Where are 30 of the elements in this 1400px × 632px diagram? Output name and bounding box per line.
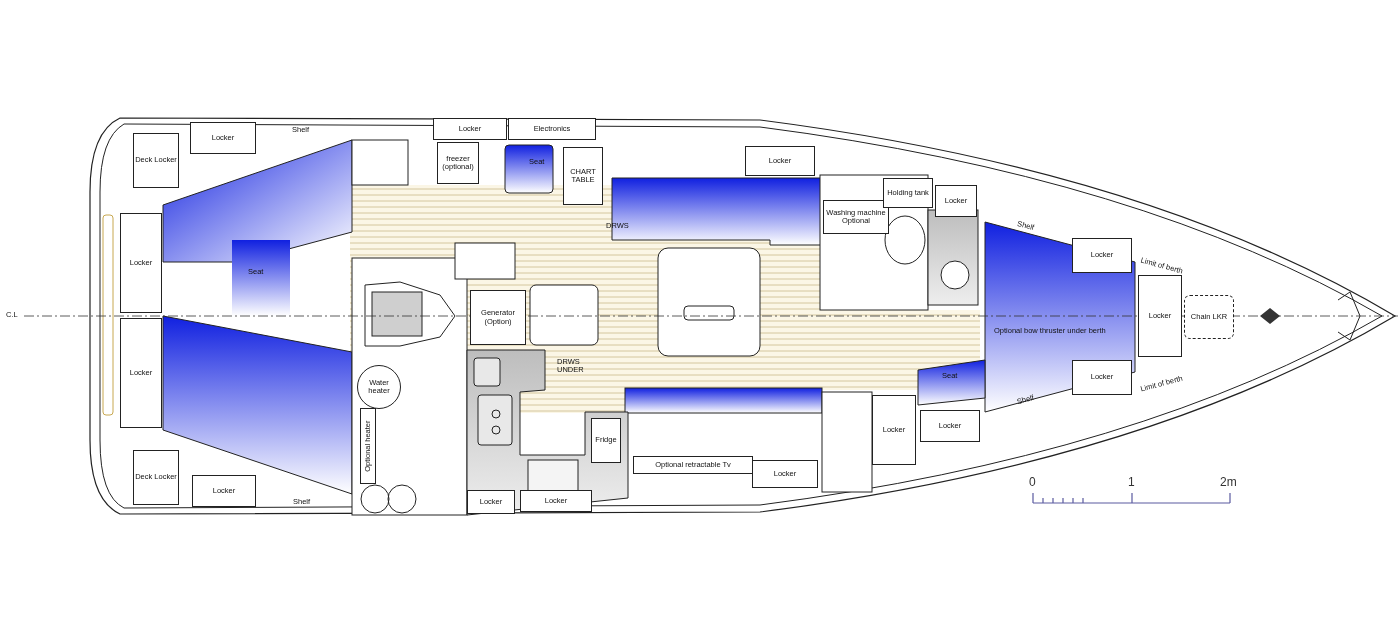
compartment-box: [120, 213, 162, 313]
compartment-box: [437, 142, 479, 184]
compartment-box: [360, 408, 376, 484]
compartment-box: [1184, 295, 1234, 339]
compartment-box: [591, 418, 621, 463]
compartment-box: [752, 460, 818, 488]
scale-label: 2m: [1220, 476, 1237, 490]
compartment-box: [563, 147, 603, 205]
compartment-box: [470, 290, 526, 345]
scale-label: 0: [1029, 476, 1036, 490]
compartment-box: [467, 490, 515, 514]
compartment-box: [508, 118, 596, 140]
compartment-box: [823, 200, 889, 234]
compartment-box: [1138, 275, 1182, 357]
compartment-box: [190, 122, 256, 154]
compartment-box: [133, 450, 179, 505]
compartment-box: [883, 178, 933, 208]
compartment-box: [1072, 238, 1132, 273]
compartment-box: [1072, 360, 1132, 395]
compartment-box: [872, 395, 916, 465]
compartment-box: [920, 410, 980, 442]
compartment-box: [520, 490, 592, 512]
compartment-box: [633, 456, 753, 474]
compartment-box: [935, 185, 977, 217]
scale-label: 1: [1128, 476, 1135, 490]
compartment-box: [433, 118, 507, 140]
compartment-box: [192, 475, 256, 507]
compartment-box: [133, 133, 179, 188]
compartment-box: [745, 146, 815, 176]
compartment-box: [120, 318, 162, 428]
